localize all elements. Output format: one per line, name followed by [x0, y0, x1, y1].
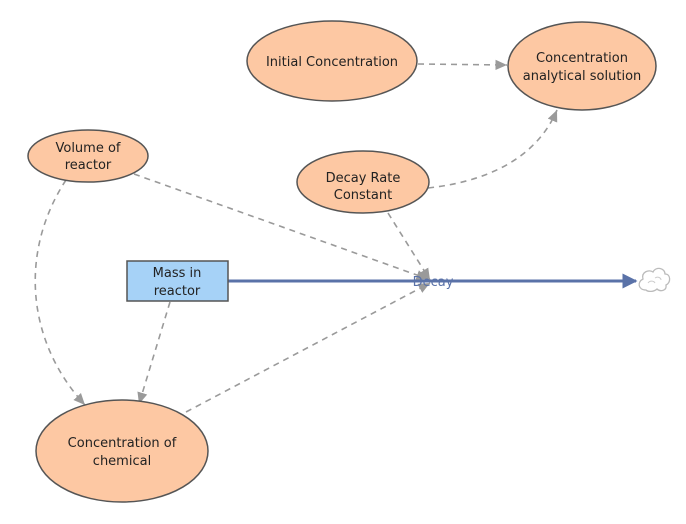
node-volume-of-reactor[interactable]: Volume of reactor — [27, 129, 149, 183]
links — [34, 59, 558, 413]
link-decayrate-to-analytical[interactable] — [427, 109, 558, 189]
link-mass-to-concentration[interactable] — [137, 301, 171, 405]
node-label-line-1: Volume of — [55, 141, 120, 156]
node-label-line-1: Mass in — [153, 266, 202, 281]
flow-decay[interactable]: Decay — [228, 273, 638, 290]
node-initial-concentration[interactable]: Initial Concentration — [246, 20, 418, 102]
node-decay-rate-constant[interactable]: Decay Rate Constant — [296, 150, 430, 214]
node-label-line-1: Concentration — [536, 51, 628, 66]
link-volume-to-decay[interactable] — [133, 173, 429, 280]
link-decayrate-to-decay[interactable] — [387, 212, 431, 281]
flow-label-decay: Decay — [413, 275, 454, 290]
node-label-line-2: analytical solution — [523, 69, 642, 84]
node-label-line-2: reactor — [65, 158, 112, 173]
stock-mass-in-reactor[interactable]: Mass in reactor — [126, 260, 229, 302]
link-volume-to-concentration[interactable] — [34, 179, 86, 406]
link-initial-to-analytical[interactable] — [417, 59, 508, 70]
node-label-line-2: chemical — [93, 454, 151, 469]
link-concentration-to-decay[interactable] — [185, 282, 431, 413]
node-label-line-2: reactor — [154, 284, 201, 299]
node-label: Initial Concentration — [266, 55, 398, 70]
node-concentration-analytical-solution[interactable]: Concentration analytical solution — [507, 21, 657, 111]
cloud-icon — [638, 267, 671, 293]
node-label-line-1: Decay Rate — [326, 171, 401, 186]
node-label-line-2: Constant — [334, 188, 392, 203]
node-label-line-1: Concentration of — [68, 436, 177, 451]
node-concentration-of-chemical[interactable]: Concentration of chemical — [35, 399, 209, 503]
